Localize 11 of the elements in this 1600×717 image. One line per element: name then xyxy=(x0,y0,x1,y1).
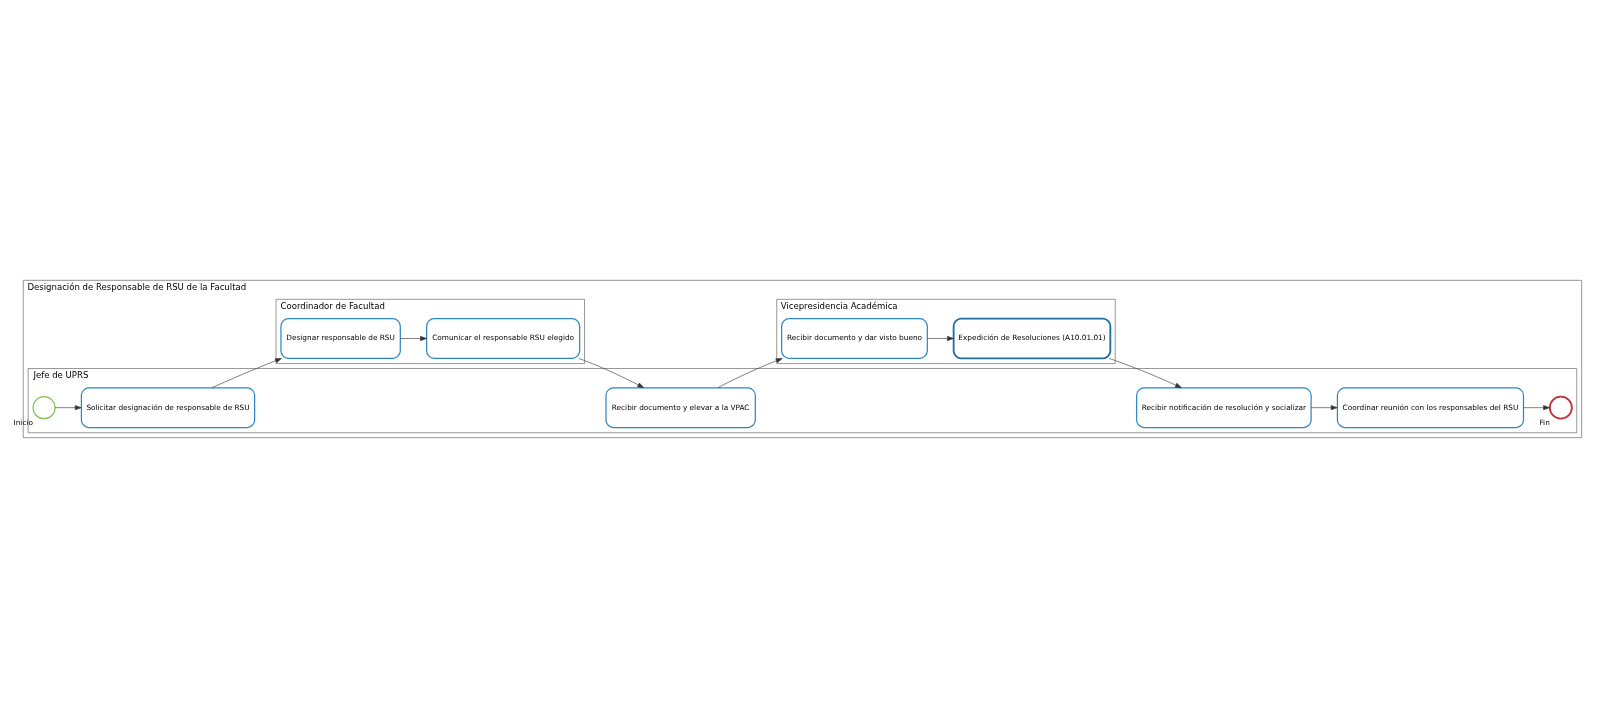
arrow xyxy=(927,335,954,341)
node-circle xyxy=(1548,395,1573,420)
arrow xyxy=(1523,404,1550,410)
arrow xyxy=(578,357,645,388)
node-circle xyxy=(32,395,56,419)
arrow xyxy=(400,335,427,341)
arrow xyxy=(54,404,82,410)
arrow xyxy=(211,357,282,388)
arrow xyxy=(717,357,783,388)
arrow xyxy=(1108,357,1182,388)
arrow xyxy=(1311,404,1338,410)
